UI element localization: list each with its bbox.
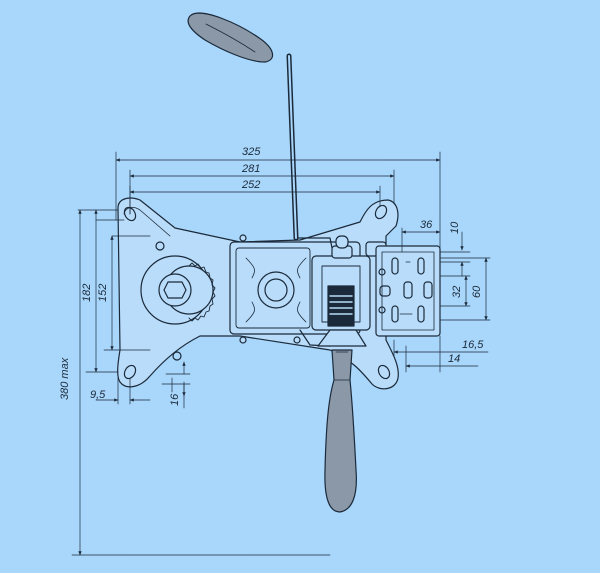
dim-32: 32 bbox=[451, 286, 463, 298]
mounting-plate bbox=[375, 245, 441, 337]
dim-16-5: 16,5 bbox=[462, 339, 484, 351]
dim-10: 10 bbox=[449, 221, 461, 234]
height-lever bbox=[324, 349, 357, 513]
tilt-lever bbox=[187, 12, 299, 241]
dimension-lines bbox=[71, 151, 491, 556]
dim-325: 325 bbox=[242, 146, 261, 158]
dim-182: 182 bbox=[81, 284, 93, 302]
dimension-labels: 325 281 252 36 10 32 60 16,5 14 182 152 … bbox=[59, 146, 484, 406]
lock-mechanism bbox=[311, 235, 387, 347]
dim-152: 152 bbox=[97, 284, 109, 302]
dim-14: 14 bbox=[448, 353, 460, 365]
dim-281: 281 bbox=[241, 163, 260, 175]
dim-16: 16 bbox=[169, 393, 181, 406]
dim-60: 60 bbox=[471, 285, 483, 298]
tension-knob bbox=[140, 255, 216, 325]
dim-380-max: 380 max bbox=[59, 357, 71, 400]
dim-9-5: 9,5 bbox=[90, 389, 106, 401]
dim-252: 252 bbox=[241, 179, 260, 191]
dim-36: 36 bbox=[420, 219, 433, 231]
